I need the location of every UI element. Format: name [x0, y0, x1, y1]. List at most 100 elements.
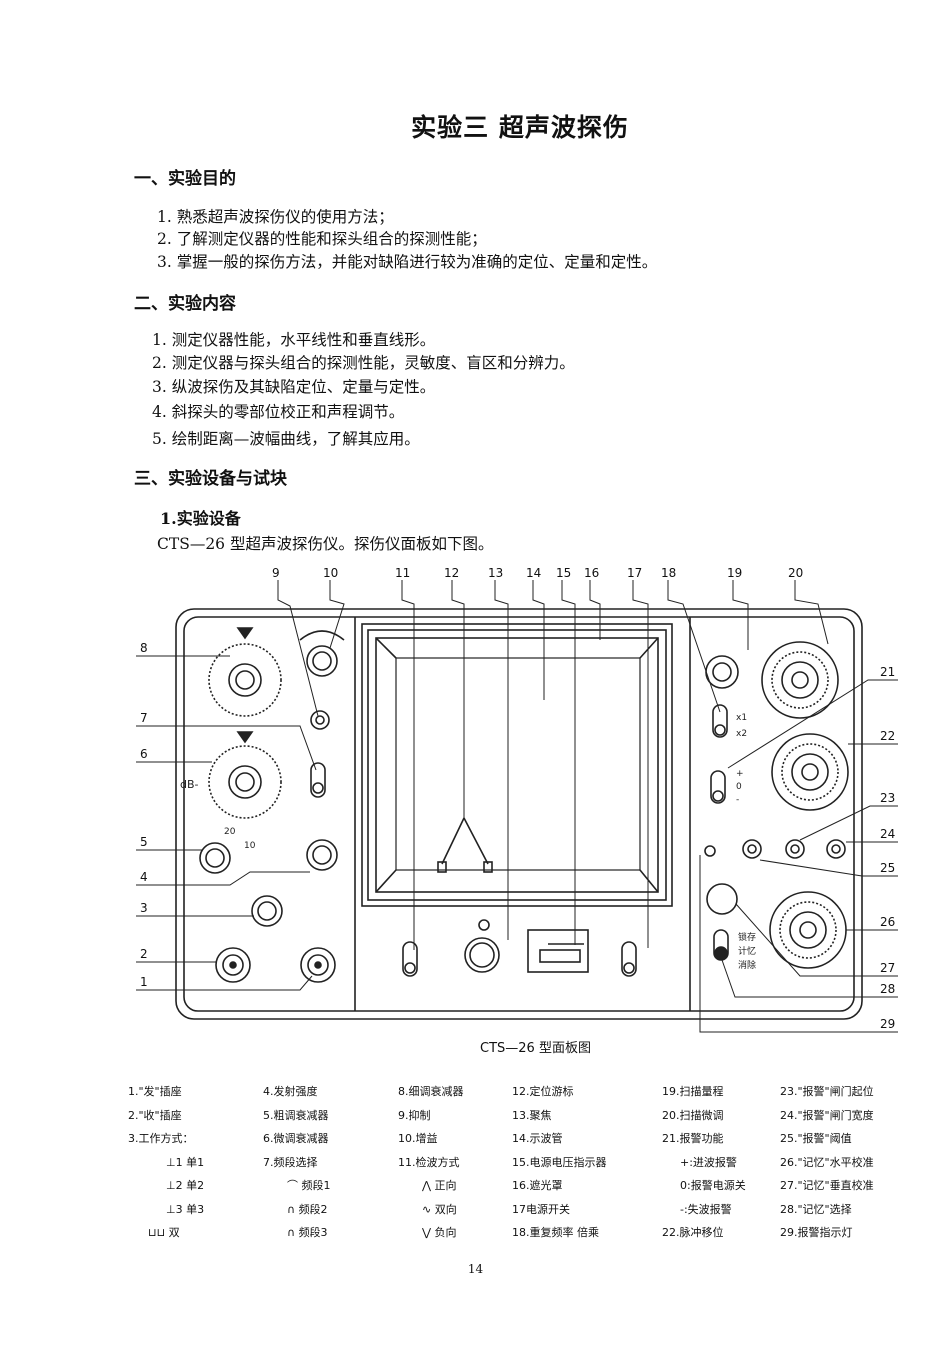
legend-item: 3.工作方式： — [128, 1132, 194, 1145]
band-1-icon: ⌒ — [287, 1179, 302, 1192]
callout-20: 20 — [788, 566, 803, 580]
memory-clear-label: 消除 — [738, 959, 756, 971]
list-item: 1. 熟悉超声波探伤仪的使用方法； — [157, 208, 394, 226]
subsection-heading: 1.实验设备 — [160, 509, 241, 528]
voltage-indicator — [527, 929, 589, 973]
callout-4: 4 — [140, 870, 148, 884]
legend-item: 2."收"插座 — [128, 1108, 182, 1122]
micro-attenuator-knob[interactable] — [208, 731, 282, 819]
callout-10: 10 — [323, 566, 338, 580]
dual-icon: ⊔⊔ — [148, 1226, 169, 1239]
section-heading-purpose: 一、实验目的 — [134, 169, 236, 189]
fine-attenuator-knob[interactable] — [208, 627, 282, 717]
suppression-knob[interactable] — [310, 710, 330, 730]
figure-caption: CTS—26 型面板图 — [480, 1041, 591, 1056]
screen-corner — [639, 637, 659, 659]
legend-item: 14.示波管 — [512, 1132, 563, 1145]
memory-select-switch[interactable] — [713, 929, 729, 961]
scan-range-knob[interactable] — [705, 655, 739, 689]
alarm-zero-label: 0 — [736, 782, 742, 792]
legend-item: 20.扫描微调 — [662, 1108, 724, 1122]
memory-lock-label: 锁存 — [738, 931, 756, 943]
callout-16: 16 — [584, 566, 599, 580]
receive-socket[interactable] — [300, 947, 336, 983]
memory-horizontal-knob[interactable] — [706, 883, 738, 915]
focus-indicator — [478, 919, 490, 931]
subsection-text: CTS—26 型超声波探伤仪。探伤仪面板如下图。 — [157, 535, 494, 553]
legend-item: 21.报警功能 — [662, 1132, 724, 1145]
callout-3: 3 — [140, 901, 148, 915]
list-item: 3. 纵波探伤及其缺陷定位、定量与定性。 — [152, 378, 436, 396]
leader-lines — [136, 580, 898, 1033]
legend-item: 11.检波方式 — [398, 1155, 460, 1169]
list-item: 2. 测定仪器与探头组合的探测性能，灵敏度、盲区和分辨力。 — [152, 354, 575, 372]
voltage-indicator-bar — [539, 949, 581, 963]
mode-selector-knob[interactable] — [251, 895, 283, 927]
legend-item: ⊥1 单1 — [166, 1155, 205, 1169]
legend-item: 27."记忆"垂直校准 — [780, 1179, 874, 1192]
cursor-marker[interactable] — [437, 861, 447, 873]
legend-item: 29.报警指示灯 — [780, 1226, 853, 1239]
legend-item: 26."记忆"水平校准 — [780, 1155, 874, 1169]
legend-item: 18.重复频率 倍乘 — [512, 1226, 599, 1239]
legend-item: ⋁ 负向 — [422, 1226, 457, 1239]
power-switch[interactable] — [621, 941, 637, 977]
callout-13: 13 — [488, 566, 503, 580]
section-heading-content: 二、实验内容 — [134, 294, 236, 314]
alarm-gate-start-knob[interactable] — [742, 839, 762, 859]
panel-case-outer — [175, 608, 863, 1020]
focus-knob[interactable] — [464, 937, 500, 973]
transmit-socket[interactable] — [215, 947, 251, 983]
legend-item: 8.细调衰减器 — [398, 1085, 464, 1098]
callout-11: 11 — [395, 566, 410, 580]
band-3-icon: ∩ — [287, 1226, 299, 1239]
legend-item: 13.聚焦 — [512, 1108, 552, 1122]
list-item: 1. 测定仪器性能，水平线性和垂直线形。 — [152, 331, 436, 349]
cursor-pointer-lines — [441, 817, 489, 865]
legend-column-3: 8.细调衰减器 9.抑制 10.增益 11.检波方式 ⋀ 正向 ∿ 双向 ⋁ 负… — [398, 1080, 464, 1245]
alarm-gate-width-knob[interactable] — [785, 839, 805, 859]
gain-knob[interactable] — [306, 645, 338, 677]
callout-27: 27 — [880, 961, 895, 975]
transmit-strength-knob[interactable] — [306, 839, 338, 871]
legend-item: ⋀ 正向 — [422, 1179, 457, 1192]
scan-fine-knob[interactable] — [761, 641, 839, 719]
callout-28: 28 — [880, 982, 895, 996]
alarm-threshold-knob[interactable] — [826, 839, 846, 859]
list-item: 3. 掌握一般的探伤方法，并能对缺陷进行较为准确的定位、定量和定性。 — [157, 253, 658, 271]
callout-2: 2 — [140, 947, 148, 961]
list-item: 4. 斜探头的零部位校正和声程调节。 — [152, 403, 405, 421]
callout-29: 29 — [880, 1017, 895, 1031]
pulse-shift-knob[interactable] — [771, 733, 849, 811]
screen-bezel — [367, 629, 667, 901]
screen-corner — [639, 869, 659, 893]
memory-vertical-knob[interactable] — [769, 891, 847, 969]
alarm-function-switch[interactable] — [710, 770, 726, 804]
list-item: 5. 绘制距离—波幅曲线，了解其应用。 — [152, 430, 420, 448]
callout-25: 25 — [880, 861, 895, 875]
callout-18: 18 — [661, 566, 676, 580]
callout-19: 19 — [727, 566, 742, 580]
coarse-attenuator-knob[interactable] — [199, 842, 231, 874]
legend-item: ∩ 频段3 — [287, 1226, 328, 1239]
callout-17: 17 — [627, 566, 642, 580]
callout-9: 9 — [272, 566, 280, 580]
legend-column-5: 19.扫描量程 20.扫描微调 21.报警功能 +:进波报警 0:报警电源关 -… — [662, 1080, 746, 1245]
alarm-indicator-lamp — [704, 845, 716, 857]
bidirectional-wave-icon: ∿ — [422, 1202, 435, 1216]
legend-item: ⌒ 频段1 — [287, 1179, 331, 1192]
callout-14: 14 — [526, 566, 541, 580]
cursor-marker[interactable] — [483, 861, 493, 873]
legend-item: 25."报警"阈值 — [780, 1132, 852, 1145]
repeat-frequency-switch[interactable] — [712, 704, 728, 738]
callout-26: 26 — [880, 915, 895, 929]
single-3-icon: ⊥3 — [166, 1202, 187, 1216]
x2-label: x2 — [736, 729, 747, 739]
gain-arc — [299, 630, 345, 641]
legend-item: 6.微调衰减器 — [263, 1132, 329, 1145]
range-10-label: 10 — [244, 841, 256, 851]
legend-item: -:失波报警 — [680, 1202, 732, 1216]
band-select-switch[interactable] — [310, 762, 326, 798]
band-2-icon: ∩ — [287, 1202, 299, 1216]
detection-mode-switch[interactable] — [402, 941, 418, 977]
